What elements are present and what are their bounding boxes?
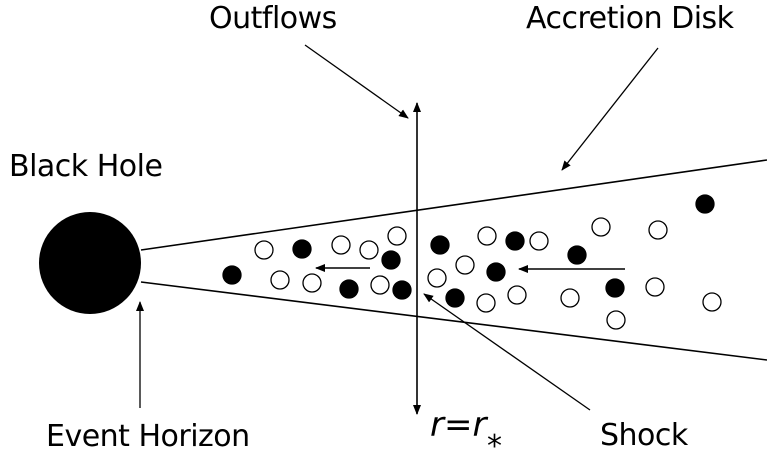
hollow-particle xyxy=(477,226,497,246)
hollow-particle xyxy=(387,226,407,246)
shock-radius-label: r=r xyxy=(430,405,487,445)
black-hole xyxy=(39,212,141,314)
hollow-particle xyxy=(645,277,665,297)
hollow-particle xyxy=(648,220,668,240)
filled-particle xyxy=(339,279,359,299)
hollow-particle xyxy=(359,240,379,260)
hollow-particle xyxy=(370,275,390,295)
disk-upper-edge xyxy=(140,159,767,251)
hollow-particle xyxy=(476,293,496,313)
shock-radius-subscript: * xyxy=(487,429,502,460)
filled-particle xyxy=(292,239,312,259)
hollow-particle xyxy=(427,268,447,288)
event-horizon-label: Event Horizon xyxy=(46,419,250,454)
filled-particles xyxy=(222,194,715,308)
hollow-particle xyxy=(270,270,290,290)
hollow-particle xyxy=(455,255,475,275)
hollow-particle xyxy=(529,231,549,251)
hollow-particle xyxy=(331,235,351,255)
hollow-particle xyxy=(606,310,626,330)
hollow-particle xyxy=(560,288,580,308)
hollow-particle xyxy=(507,285,527,305)
filled-particle xyxy=(567,245,587,265)
filled-particle xyxy=(222,265,242,285)
filled-particle xyxy=(486,262,506,282)
disk-lower-edge xyxy=(140,281,767,361)
filled-particle xyxy=(505,231,525,251)
accretion-disk-label: Accretion Disk xyxy=(526,1,734,36)
shock-label: Shock xyxy=(600,418,688,453)
filled-particle xyxy=(695,194,715,214)
outflows-label: Outflows xyxy=(209,1,337,36)
hollow-particle xyxy=(302,273,322,293)
outflows-pointer xyxy=(304,44,409,119)
hollow-particle xyxy=(254,240,274,260)
filled-particle xyxy=(605,278,625,298)
filled-particle xyxy=(430,235,450,255)
shock-pointer xyxy=(423,293,591,411)
filled-particle xyxy=(392,280,412,300)
filled-particle xyxy=(381,250,401,270)
hollow-particle xyxy=(702,292,722,312)
black-hole-label: Black Hole xyxy=(9,149,163,184)
hollow-particle xyxy=(591,217,611,237)
accretion-disk-pointer xyxy=(561,47,659,171)
filled-particle xyxy=(445,288,465,308)
hollow-particles xyxy=(254,217,722,330)
